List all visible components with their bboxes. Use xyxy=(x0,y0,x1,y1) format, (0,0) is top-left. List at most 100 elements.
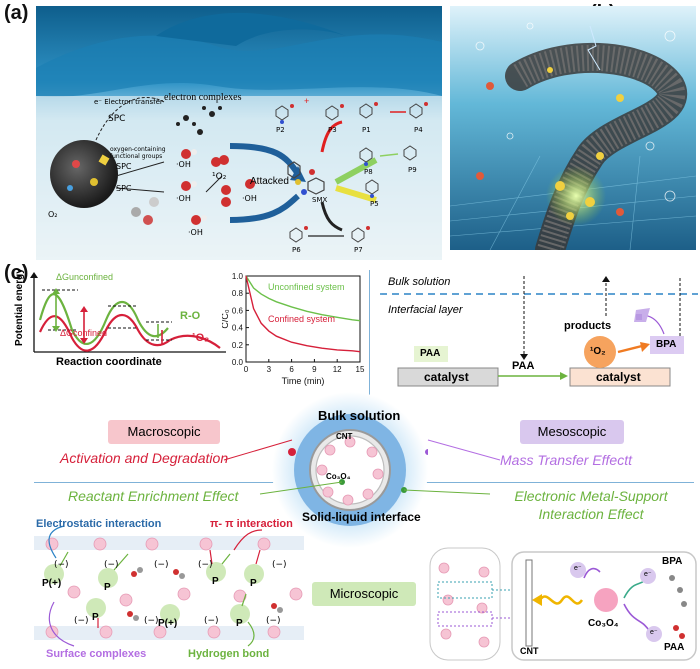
oh-label-2: ·OH xyxy=(176,194,191,203)
nanotube-illustration xyxy=(450,6,696,250)
y-tick-label: 0.6 xyxy=(232,306,244,315)
minus-label-2: (−) xyxy=(104,560,119,570)
dg-unconfined-label: ΔGunconfined xyxy=(56,272,114,282)
reactant-enrichment-label: Reactant Enrichment Effect xyxy=(68,488,239,504)
catalyst-left-label: catalyst xyxy=(424,370,469,384)
ro-label: R-O xyxy=(180,310,201,322)
oxygen-groups-label: oxygen-containing functional groups xyxy=(110,146,166,160)
x-axis-label: Time (min) xyxy=(282,376,325,386)
minus-label-3: (−) xyxy=(154,560,169,570)
product-p4: P4 xyxy=(414,126,423,134)
x-tick-label: 12 xyxy=(333,365,342,374)
bulk-solution-label: Bulk solution xyxy=(388,276,451,288)
singlet-energy-label: ¹O₂ xyxy=(192,332,210,344)
emsi-electron-1: e⁻ xyxy=(574,565,582,572)
singlet-oxygen-bubble xyxy=(584,336,616,368)
electron-complexes-label: electron complexes xyxy=(164,92,242,103)
y-tick-label: 0.2 xyxy=(232,341,244,350)
emsi-electron-2: e⁻ xyxy=(644,571,652,578)
x-tick-label: 3 xyxy=(267,365,272,374)
panel-a-illustration: + xyxy=(36,6,442,260)
center-bulk-solution: Bulk solution xyxy=(318,408,401,423)
y-tick-label: 0.8 xyxy=(232,289,244,298)
vertical-divider xyxy=(369,270,370,400)
product-p1: P1 xyxy=(362,126,371,134)
minus-label-8: (−) xyxy=(204,616,219,626)
electrostatic-label: Electrostatic interaction xyxy=(36,518,162,530)
p-label-2: P xyxy=(212,576,219,587)
product-p2: P2 xyxy=(276,126,285,134)
emsi-illustration xyxy=(429,547,697,661)
x-tick-label: 15 xyxy=(356,365,365,374)
p-label-1: P xyxy=(104,582,111,593)
activation-label: Activation and Degradation xyxy=(60,450,229,466)
emsi-paa-label: PAA xyxy=(664,642,685,653)
macroscopic-tag: Macroscopic xyxy=(108,420,220,444)
energy-profile-plot xyxy=(30,272,226,353)
p-plus-label-2: P(+) xyxy=(158,618,178,629)
p-label-4: P xyxy=(92,612,99,623)
spc-mid-label: SPC xyxy=(116,162,132,171)
meso-illustration xyxy=(374,270,698,402)
o2-label: O₂ xyxy=(48,210,58,219)
minus-label-7: (−) xyxy=(144,616,159,626)
series-label-0: Unconfined system xyxy=(268,282,345,292)
minus-label-5: (−) xyxy=(272,560,287,570)
energy-profile: Potential energy Reaction coordinate ΔGu… xyxy=(14,268,226,382)
cnt-cross-section xyxy=(272,392,431,548)
electron-transfer-label: e⁻ Electron transfer xyxy=(94,98,163,106)
micro-interaction-illustration xyxy=(34,525,304,647)
spc-top-label: SPC xyxy=(108,114,126,124)
product-p7: P7 xyxy=(354,246,363,254)
bpa-box xyxy=(650,336,684,354)
svg-text:+: + xyxy=(304,96,309,106)
meso-panel: Bulk solution Interfacial layer products… xyxy=(374,270,698,402)
energy-xlabel: Reaction coordinate xyxy=(56,356,162,368)
panel-a-label: (a) xyxy=(4,2,29,24)
catalyst-sphere xyxy=(50,140,118,208)
catalyst-right-box xyxy=(569,367,671,387)
series-line-0 xyxy=(245,275,361,322)
paa-box-label: PAA xyxy=(420,348,441,359)
surface-complexes-label: Surface complexes xyxy=(46,648,147,660)
center-co3o4-label: Co₃O₄ xyxy=(326,472,351,481)
dg-confined-label: ΔGconfined xyxy=(60,328,108,338)
panel-c-label: (c) xyxy=(4,262,29,284)
spc-low-label: SPC xyxy=(116,184,132,193)
p-plus-label-1: P(+) xyxy=(42,578,62,589)
product-p3: P3 xyxy=(328,126,337,134)
emsi-co3o4-label: Co₃O₄ xyxy=(588,618,619,629)
emsi-label-line2: Interaction Effect xyxy=(538,506,644,522)
oh-label-4: ·OH xyxy=(242,194,257,203)
mass-transfer-label: Mass Transfer Effectt xyxy=(500,452,632,468)
center-diagram: Bulk solution CNT Co₃O₄ Solid-liquid int… xyxy=(272,392,431,548)
product-p9: P9 xyxy=(408,166,417,174)
unconfined-energy-curve xyxy=(38,293,169,346)
p-label-3: P xyxy=(250,578,257,589)
product-p5: P5 xyxy=(370,200,379,208)
oh-label-3: ·OH xyxy=(188,228,203,237)
emsi-cnt-label: CNT xyxy=(520,646,539,656)
micro-left: Electrostatic interaction π- π interacti… xyxy=(34,510,304,664)
meso-bpa-label: BPA xyxy=(656,339,677,350)
x-tick-label: 6 xyxy=(289,365,294,374)
p-label-5: P xyxy=(236,618,243,629)
y-tick-label: 1.0 xyxy=(232,272,244,281)
interfacial-layer-label: Interfacial layer xyxy=(388,304,463,316)
product-p6: P6 xyxy=(292,246,301,254)
emsi-label-line1: Electronic Metal-Support xyxy=(514,488,668,504)
minus-label-6: (−) xyxy=(74,616,89,626)
meso-singlet-label: ¹O₂ xyxy=(590,346,606,357)
panel-a: + e⁻ Electron transfer SPC electron comp… xyxy=(36,6,442,260)
products-label: products xyxy=(564,320,612,332)
minus-label-4: (−) xyxy=(198,560,213,570)
center-cnt-label: CNT xyxy=(336,432,353,441)
emsi-bpa-label: BPA xyxy=(662,556,683,567)
y-axis-label: C/C₀ xyxy=(222,309,230,328)
pi-pi-label: π- π interaction xyxy=(210,518,293,530)
y-tick-label: 0.4 xyxy=(232,324,244,333)
paa-box xyxy=(414,346,448,362)
smx-label: SMX xyxy=(312,196,328,204)
